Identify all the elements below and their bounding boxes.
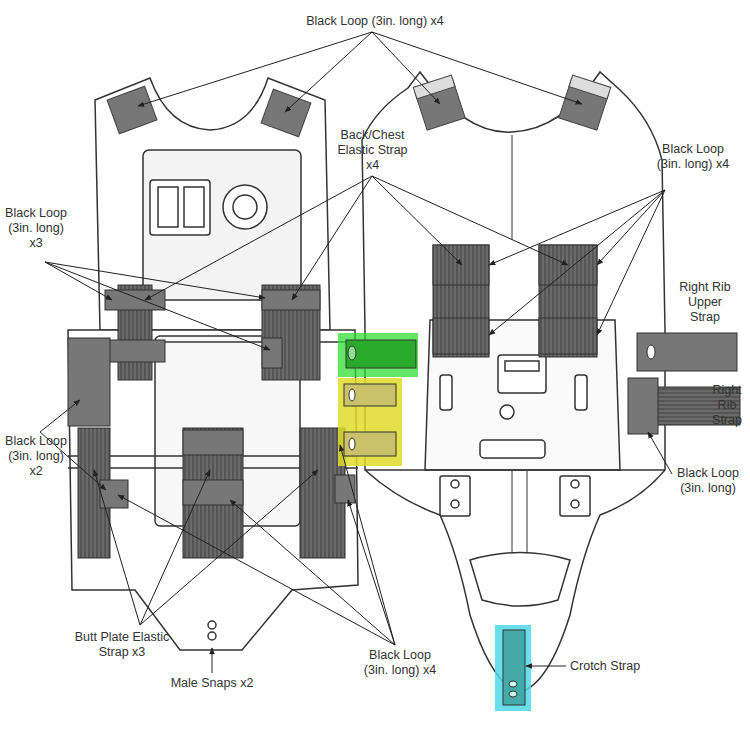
back-strap [433, 245, 597, 357]
part-label: Black Loop (3in. long) x4 [360, 648, 440, 678]
part-label: Black Loop (3in. long) x3 [0, 206, 72, 251]
part-label: Black Loop (3in. long) x4 [652, 142, 734, 172]
part-label: Right Rib Strap [706, 383, 748, 428]
shoulder-loop [107, 86, 311, 137]
chest-plate [95, 78, 330, 330]
part-label: Black Loop (3in. long) [666, 466, 750, 496]
part-label: Black Loop (3in. long) x4 [285, 14, 465, 29]
back-plate [362, 72, 665, 692]
back-shoulder-loop [413, 75, 610, 130]
part-label: Butt Plate Elastic Strap x3 [72, 630, 172, 660]
highlight [338, 333, 531, 711]
part-label: Male Snaps x2 [157, 676, 267, 691]
part-label: Crotch Strap [570, 659, 680, 674]
part-label: Right Rib Upper Strap [674, 280, 736, 325]
part-label: Back/Chest Elastic Strap x4 [330, 128, 415, 173]
leader-line [40, 32, 672, 673]
front-strap [68, 285, 355, 558]
part-label: Black Loop (3in. long) x2 [0, 434, 72, 479]
